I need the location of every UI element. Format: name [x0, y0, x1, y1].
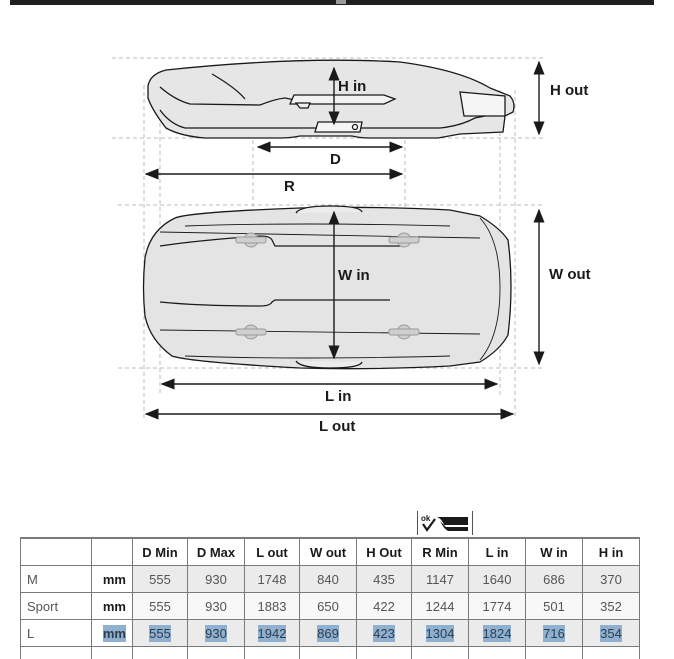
cell-h-out: 423 — [373, 625, 395, 642]
cell-l-in: 1640 — [469, 566, 526, 593]
cell-h-in: 370 — [583, 566, 640, 593]
cell-d-min: 555 — [149, 625, 171, 642]
cell-d-max: 930 — [188, 566, 245, 593]
col-header-h-in: H in — [583, 538, 640, 566]
cell-h-in: 354 — [600, 625, 622, 642]
cell-h-out: 422 — [357, 593, 412, 620]
col-header-d-max: D Max — [188, 538, 245, 566]
cell-w-out: 840 — [300, 566, 357, 593]
cell-d-min: 555 — [133, 593, 188, 620]
row-name: L — [21, 620, 92, 647]
h-out-label: H out — [550, 82, 588, 99]
cell-h-out: 435 — [357, 566, 412, 593]
col-header-name — [21, 538, 92, 566]
svg-text:ok: ok — [421, 514, 431, 523]
dimensions-table: D Min D Max L out W out H Out R Min L in… — [20, 537, 640, 659]
col-header-l-out: L out — [245, 538, 300, 566]
d-label: D — [330, 151, 341, 168]
cell-r-min: 1147 — [412, 566, 469, 593]
cell-h-in: 352 — [583, 593, 640, 620]
col-header-unit — [92, 538, 133, 566]
h-in-label: H in — [338, 78, 366, 95]
cell-w-in: 686 — [526, 566, 583, 593]
w-out-label: W out — [549, 266, 591, 283]
cell-w-out: 869 — [317, 625, 339, 642]
table-row-partial — [21, 647, 640, 659]
row-unit: mm — [103, 625, 126, 642]
cell-r-min: 1244 — [412, 593, 469, 620]
table-row-l[interactable]: L mm 555 930 1942 869 423 1304 1824 716 … — [21, 620, 640, 647]
roof-fit-ok-icon: ok — [417, 511, 473, 535]
row-name: Sport — [21, 593, 92, 620]
cell-w-in: 501 — [526, 593, 583, 620]
side-view — [148, 60, 514, 138]
cell-d-max: 930 — [188, 593, 245, 620]
table-row-m: M mm 555 930 1748 840 435 1147 1640 686 … — [21, 566, 640, 593]
w-in-label: W in — [338, 267, 370, 284]
row-unit: mm — [92, 566, 133, 593]
row-name: M — [21, 566, 92, 593]
l-in-label: L in — [325, 388, 351, 405]
col-header-w-in: W in — [526, 538, 583, 566]
cell-w-in: 716 — [543, 625, 565, 642]
cell-d-max: 930 — [205, 625, 227, 642]
col-header-w-out: W out — [300, 538, 357, 566]
cell-r-min: 1304 — [426, 625, 455, 642]
col-header-h-out: H Out — [357, 538, 412, 566]
cell-l-out: 1942 — [258, 625, 287, 642]
cell-l-in: 1824 — [483, 625, 512, 642]
col-header-r-min: R Min — [412, 538, 469, 566]
row-unit: mm — [92, 593, 133, 620]
r-label: R — [284, 178, 295, 195]
col-header-l-in: L in — [469, 538, 526, 566]
l-out-label: L out — [319, 418, 355, 435]
cell-l-out: 1748 — [245, 566, 300, 593]
table-header-row: D Min D Max L out W out H Out R Min L in… — [21, 538, 640, 566]
cell-l-out: 1883 — [245, 593, 300, 620]
cell-w-out: 650 — [300, 593, 357, 620]
table-row-sport: Sport mm 555 930 1883 650 422 1244 1774 … — [21, 593, 640, 620]
top-view — [144, 206, 512, 369]
cell-d-min: 555 — [133, 566, 188, 593]
cell-l-in: 1774 — [469, 593, 526, 620]
col-header-d-min: D Min — [133, 538, 188, 566]
